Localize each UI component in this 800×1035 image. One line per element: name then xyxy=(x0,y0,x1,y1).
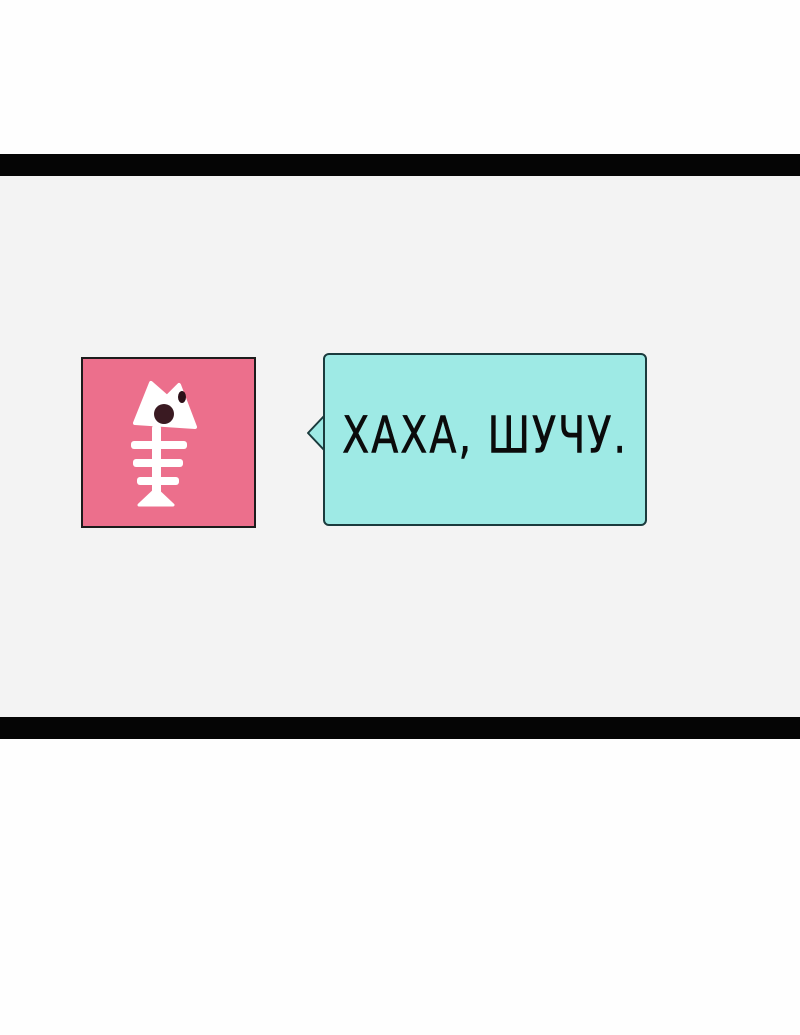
speech-bubble-text: ХАХА, ШУЧУ. xyxy=(342,406,628,466)
panel-bottom-border xyxy=(0,717,800,739)
fish-bone-icon xyxy=(131,381,197,507)
panel-top-border xyxy=(0,154,800,176)
avatar xyxy=(81,357,256,528)
speech-bubble: ХАХА, ШУЧУ. xyxy=(323,353,647,526)
